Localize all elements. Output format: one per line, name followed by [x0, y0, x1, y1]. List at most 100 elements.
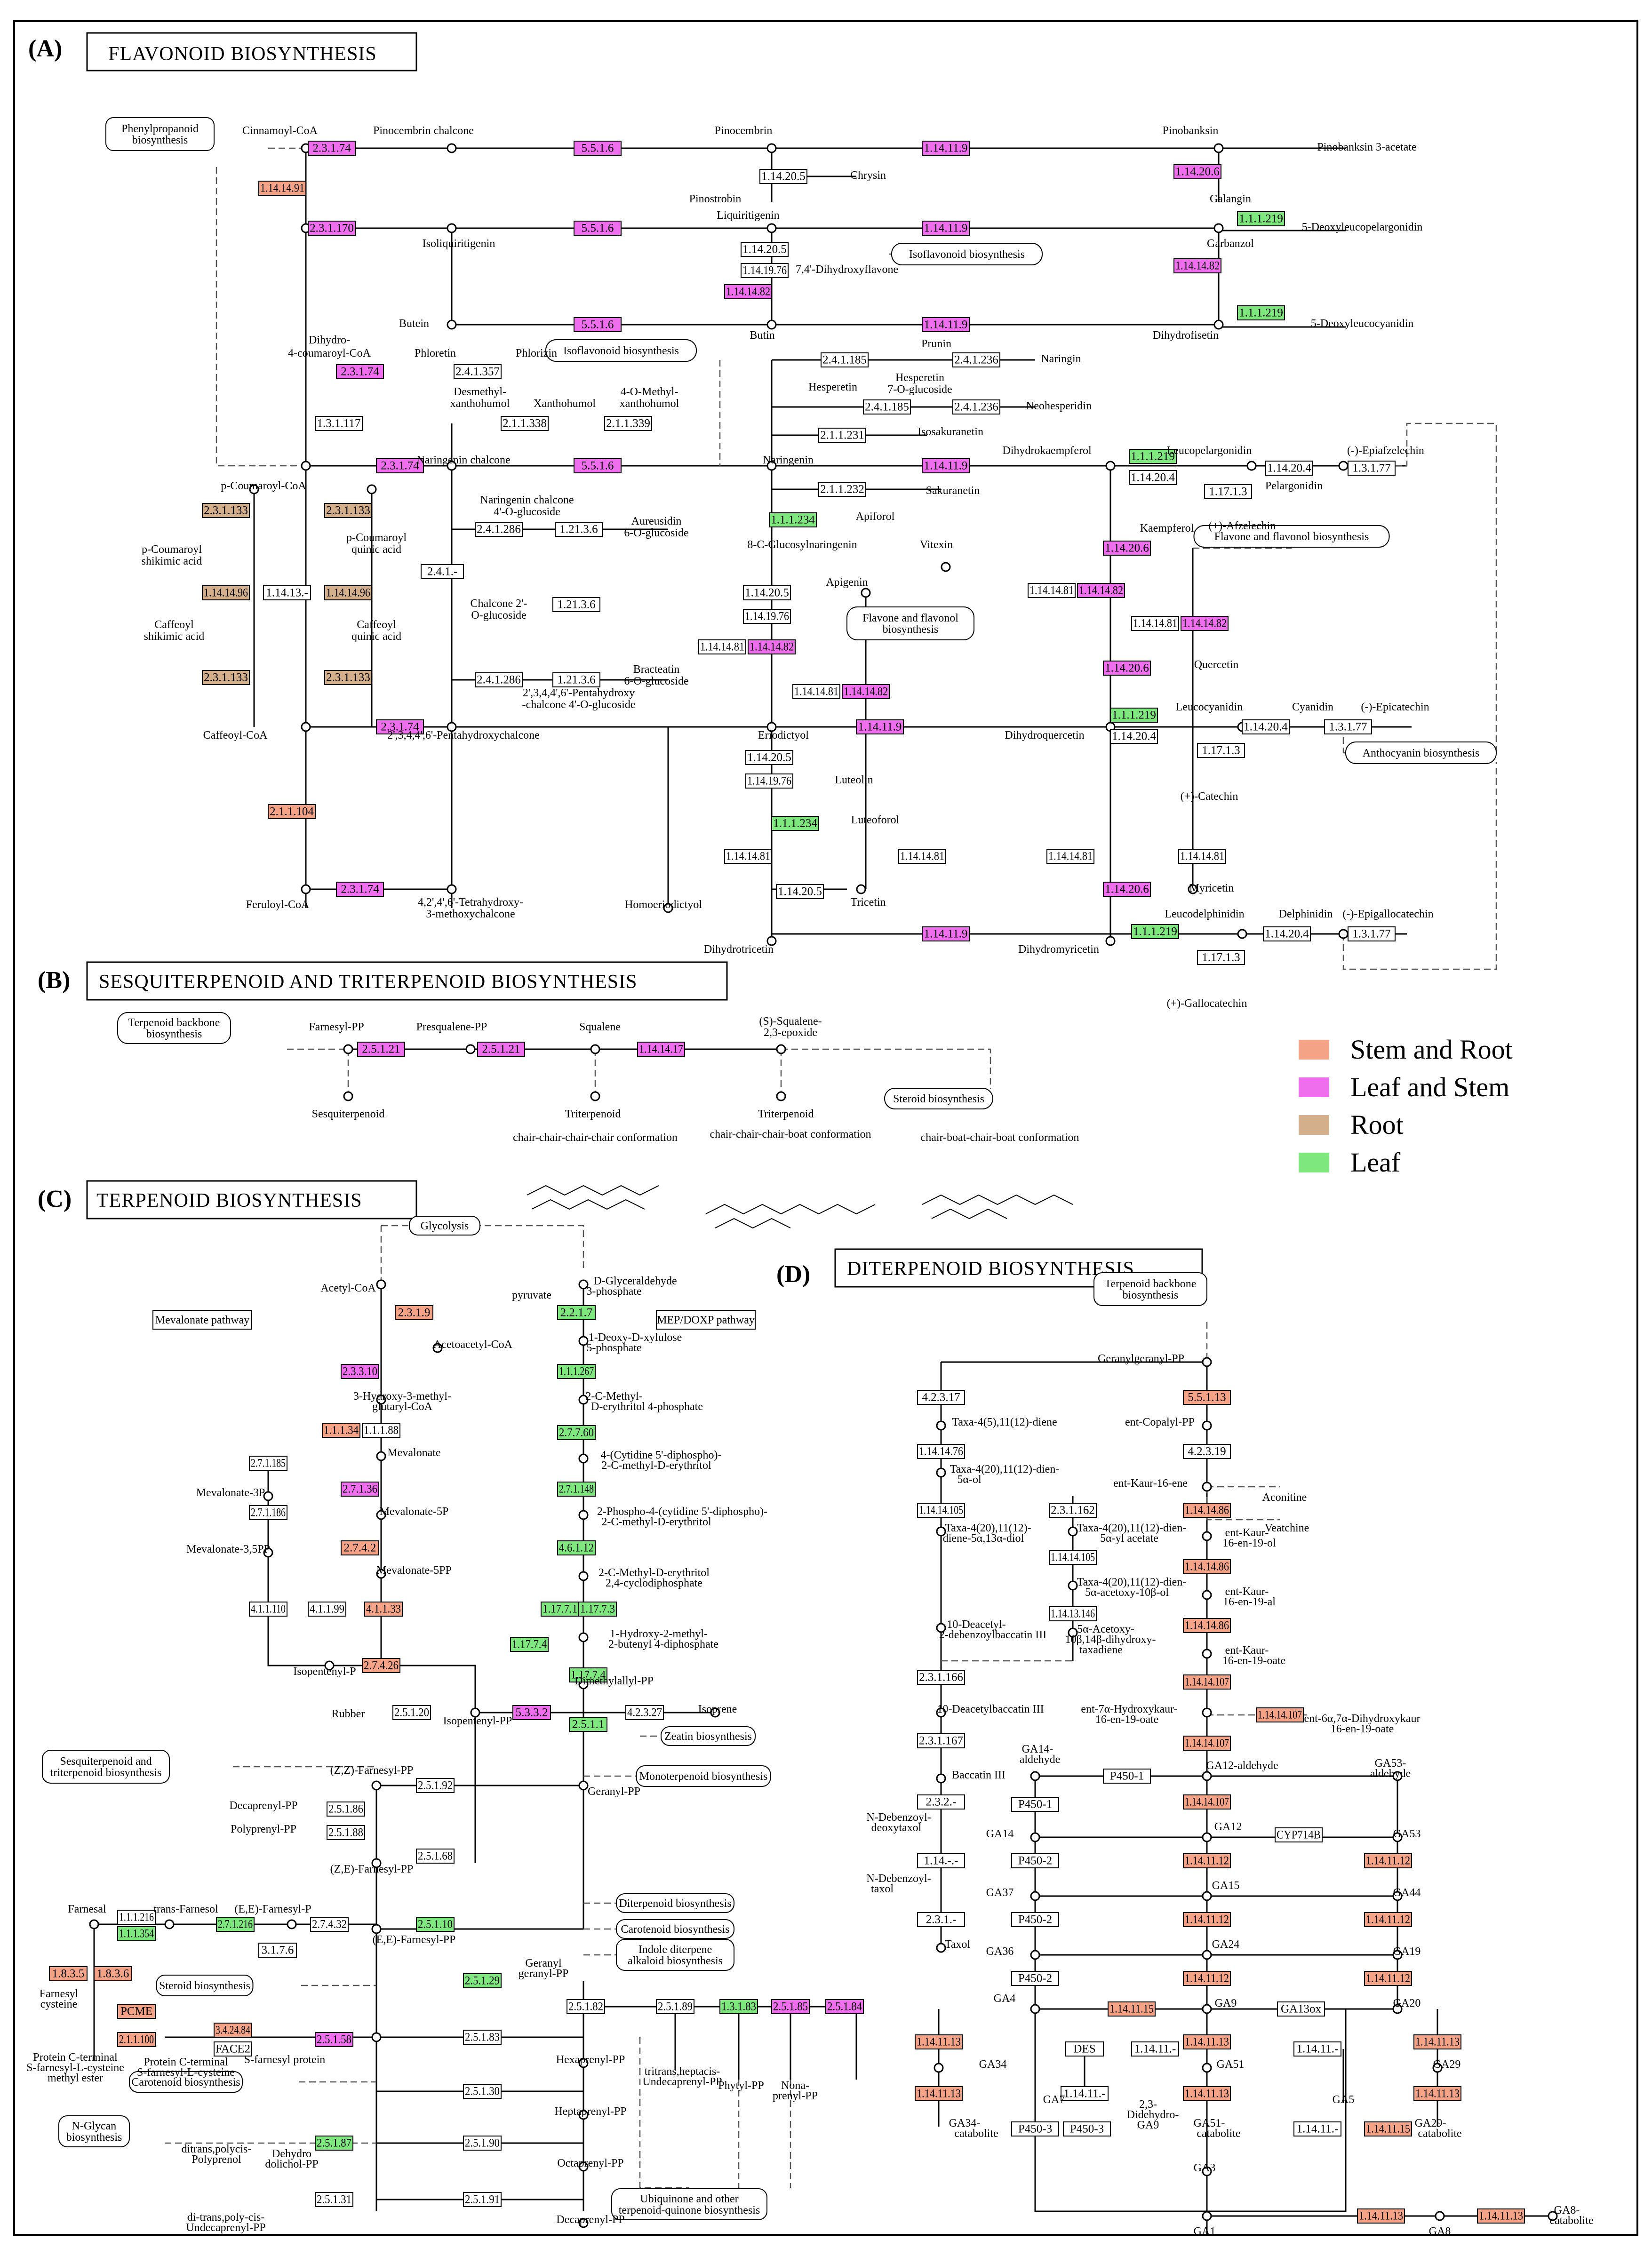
- enzyme-box[interactable]: 2.5.1.29: [463, 1973, 502, 1988]
- pathway-link-box[interactable]: Mevalonate pathway: [152, 1310, 252, 1330]
- enzyme-box[interactable]: 1.8.3.6: [94, 1966, 132, 1981]
- pathway-link-box[interactable]: Anthocyanin biosynthesis: [1345, 741, 1497, 764]
- enzyme-box[interactable]: 2.7.1.36: [341, 1482, 379, 1497]
- enzyme-box[interactable]: P450-3: [1011, 2121, 1059, 2136]
- enzyme-box[interactable]: 1.14.-.-: [917, 1853, 965, 1868]
- enzyme-box[interactable]: 1.21.3.6: [555, 522, 603, 537]
- enzyme-box[interactable]: 4.2.3.27: [625, 1705, 664, 1720]
- enzyme-box[interactable]: 1.14.14.105: [917, 1503, 965, 1518]
- enzyme-box[interactable]: 1.14.20.5: [741, 242, 789, 257]
- enzyme-box[interactable]: 2.3.1.-: [917, 1912, 965, 1927]
- enzyme-box[interactable]: 1.14.19.76: [741, 263, 789, 278]
- enzyme-box[interactable]: 2.4.1.236: [952, 399, 1000, 415]
- enzyme-box[interactable]: 1.14.14.86: [1183, 1503, 1231, 1518]
- enzyme-box[interactable]: P450-2: [1011, 1853, 1059, 1868]
- enzyme-box[interactable]: 4.6.1.12: [557, 1540, 596, 1555]
- enzyme-box[interactable]: 1.14.19.76: [743, 609, 791, 624]
- enzyme-box[interactable]: 1.17.1.3: [1197, 950, 1245, 965]
- enzyme-box[interactable]: 2.7.7.60: [557, 1425, 596, 1440]
- enzyme-box[interactable]: 1.14.20.4: [1129, 470, 1177, 485]
- enzyme-box[interactable]: 2.5.1.91: [463, 2192, 502, 2207]
- enzyme-box[interactable]: 1.17.7.4: [569, 1667, 607, 1682]
- enzyme-box[interactable]: 1.14.11.-: [1293, 2121, 1341, 2136]
- enzyme-box[interactable]: 1.14.11.13: [1477, 2208, 1525, 2224]
- enzyme-box[interactable]: P450-3: [1063, 2121, 1111, 2136]
- enzyme-box[interactable]: 1.14.11.9: [922, 317, 970, 332]
- enzyme-box[interactable]: 5.5.1.6: [574, 221, 622, 236]
- enzyme-box[interactable]: 1.14.11.9: [856, 719, 904, 734]
- enzyme-box[interactable]: 3.1.7.6: [258, 1943, 297, 1958]
- enzyme-box[interactable]: 1.3.1.77: [1324, 719, 1372, 734]
- enzyme-box[interactable]: 1.14.14.81: [792, 684, 840, 699]
- enzyme-box[interactable]: 1.14.20.6: [1103, 882, 1151, 897]
- enzyme-box[interactable]: 4.1.1.99: [308, 1602, 346, 1617]
- enzyme-box[interactable]: 2.3.1.74: [376, 719, 424, 734]
- enzyme-box[interactable]: 1.14.11.12: [1364, 1912, 1412, 1927]
- enzyme-box[interactable]: 1.17.7.4: [510, 1637, 549, 1652]
- enzyme-box[interactable]: 1.14.11.13: [1413, 2086, 1461, 2101]
- enzyme-box[interactable]: 1.1.1.219: [1129, 449, 1177, 464]
- enzyme-box[interactable]: 2.5.1.82: [567, 1999, 605, 2014]
- pathway-link-box[interactable]: Carotenoid biosynthesis: [616, 1919, 734, 1939]
- enzyme-box[interactable]: 1.14.14.96: [324, 585, 372, 600]
- enzyme-box[interactable]: 1.3.1.83: [719, 1999, 758, 2014]
- enzyme-box[interactable]: 2.1.1.104: [268, 804, 316, 819]
- enzyme-box[interactable]: 2.5.1.83: [463, 2030, 502, 2045]
- enzyme-box[interactable]: 2.1.1.232: [818, 482, 866, 497]
- enzyme-box[interactable]: 1.14.11.9: [922, 221, 970, 236]
- enzyme-box[interactable]: 1.1.1.354: [117, 1926, 156, 1941]
- pathway-link-box[interactable]: Carotenoid biosynthesis: [129, 2071, 243, 2093]
- enzyme-box[interactable]: 2.7.1.148: [557, 1482, 596, 1497]
- enzyme-box[interactable]: 2.3.1.133: [324, 670, 372, 685]
- enzyme-box[interactable]: 1.17.7.3: [578, 1602, 617, 1617]
- enzyme-box[interactable]: 1.14.14.76: [917, 1444, 965, 1459]
- enzyme-box[interactable]: 2.1.1.231: [818, 428, 866, 443]
- enzyme-box[interactable]: 2.5.1.92: [416, 1778, 455, 1793]
- enzyme-box[interactable]: 1.14.14.82: [724, 284, 772, 299]
- enzyme-box[interactable]: 2.4.1.286: [475, 672, 523, 687]
- enzyme-box[interactable]: 2.5.1.87: [315, 2136, 353, 2151]
- enzyme-box[interactable]: 1.14.14.81: [724, 849, 772, 864]
- enzyme-box[interactable]: 1.3.1.77: [1348, 926, 1396, 941]
- enzyme-box[interactable]: 1.14.14.86: [1183, 1618, 1231, 1633]
- enzyme-box[interactable]: 2.4.1.357: [454, 364, 502, 379]
- enzyme-box[interactable]: P450-2: [1011, 1971, 1059, 1986]
- enzyme-box[interactable]: 1.14.20.4: [1242, 719, 1290, 734]
- enzyme-box[interactable]: 2.3.1.133: [324, 503, 372, 518]
- enzyme-box[interactable]: 2.3.1.74: [336, 882, 384, 897]
- enzyme-box[interactable]: 1.8.3.5: [49, 1966, 88, 1981]
- enzyme-box[interactable]: 1.14.11.-: [1061, 2086, 1109, 2101]
- enzyme-box[interactable]: 2.5.1.1: [569, 1717, 607, 1732]
- enzyme-box[interactable]: 2.5.1.21: [357, 1042, 405, 1057]
- enzyme-box[interactable]: 4.2.3.17: [917, 1390, 965, 1405]
- enzyme-box[interactable]: 1.14.14.96: [202, 585, 250, 600]
- enzyme-box[interactable]: 1.14.14.81: [1131, 616, 1179, 631]
- enzyme-box[interactable]: 1.3.1.117: [315, 416, 363, 431]
- pathway-link-box[interactable]: Monoterpenoid biosynthesis: [636, 1765, 771, 1787]
- enzyme-box[interactable]: 1.14.14.107: [1256, 1707, 1304, 1722]
- enzyme-box[interactable]: 2.3.2.-: [917, 1794, 965, 1810]
- enzyme-box[interactable]: 5.5.1.6: [574, 458, 622, 473]
- enzyme-box[interactable]: 4.1.1.33: [364, 1602, 403, 1617]
- enzyme-box[interactable]: 2.3.3.10: [341, 1364, 379, 1379]
- pathway-link-box[interactable]: Steroid biosynthesis: [884, 1088, 993, 1109]
- enzyme-box[interactable]: 2.5.1.85: [771, 1999, 810, 2014]
- pathway-link-box[interactable]: Steroid biosynthesis: [156, 1975, 254, 1996]
- enzyme-box[interactable]: 2.5.1.84: [825, 1999, 864, 2014]
- pathway-link-box[interactable]: Isoflavonoid biosynthesis: [545, 339, 697, 362]
- enzyme-box[interactable]: 1.3.1.77: [1348, 461, 1396, 476]
- enzyme-box[interactable]: 1.14.20.5: [776, 884, 824, 899]
- enzyme-box[interactable]: 2.1.1.338: [501, 416, 549, 431]
- enzyme-box[interactable]: 1.14.14.81: [1178, 849, 1226, 864]
- enzyme-box[interactable]: 1.14.20.5: [743, 585, 791, 600]
- enzyme-box[interactable]: 1.14.20.5: [745, 750, 793, 765]
- enzyme-box[interactable]: 1.14.11.15: [1364, 2121, 1412, 2136]
- enzyme-box[interactable]: 1.14.14.82: [842, 684, 890, 699]
- enzyme-box[interactable]: 1.1.1.88: [362, 1423, 400, 1438]
- enzyme-box[interactable]: 1.14.11.13: [1357, 2208, 1405, 2224]
